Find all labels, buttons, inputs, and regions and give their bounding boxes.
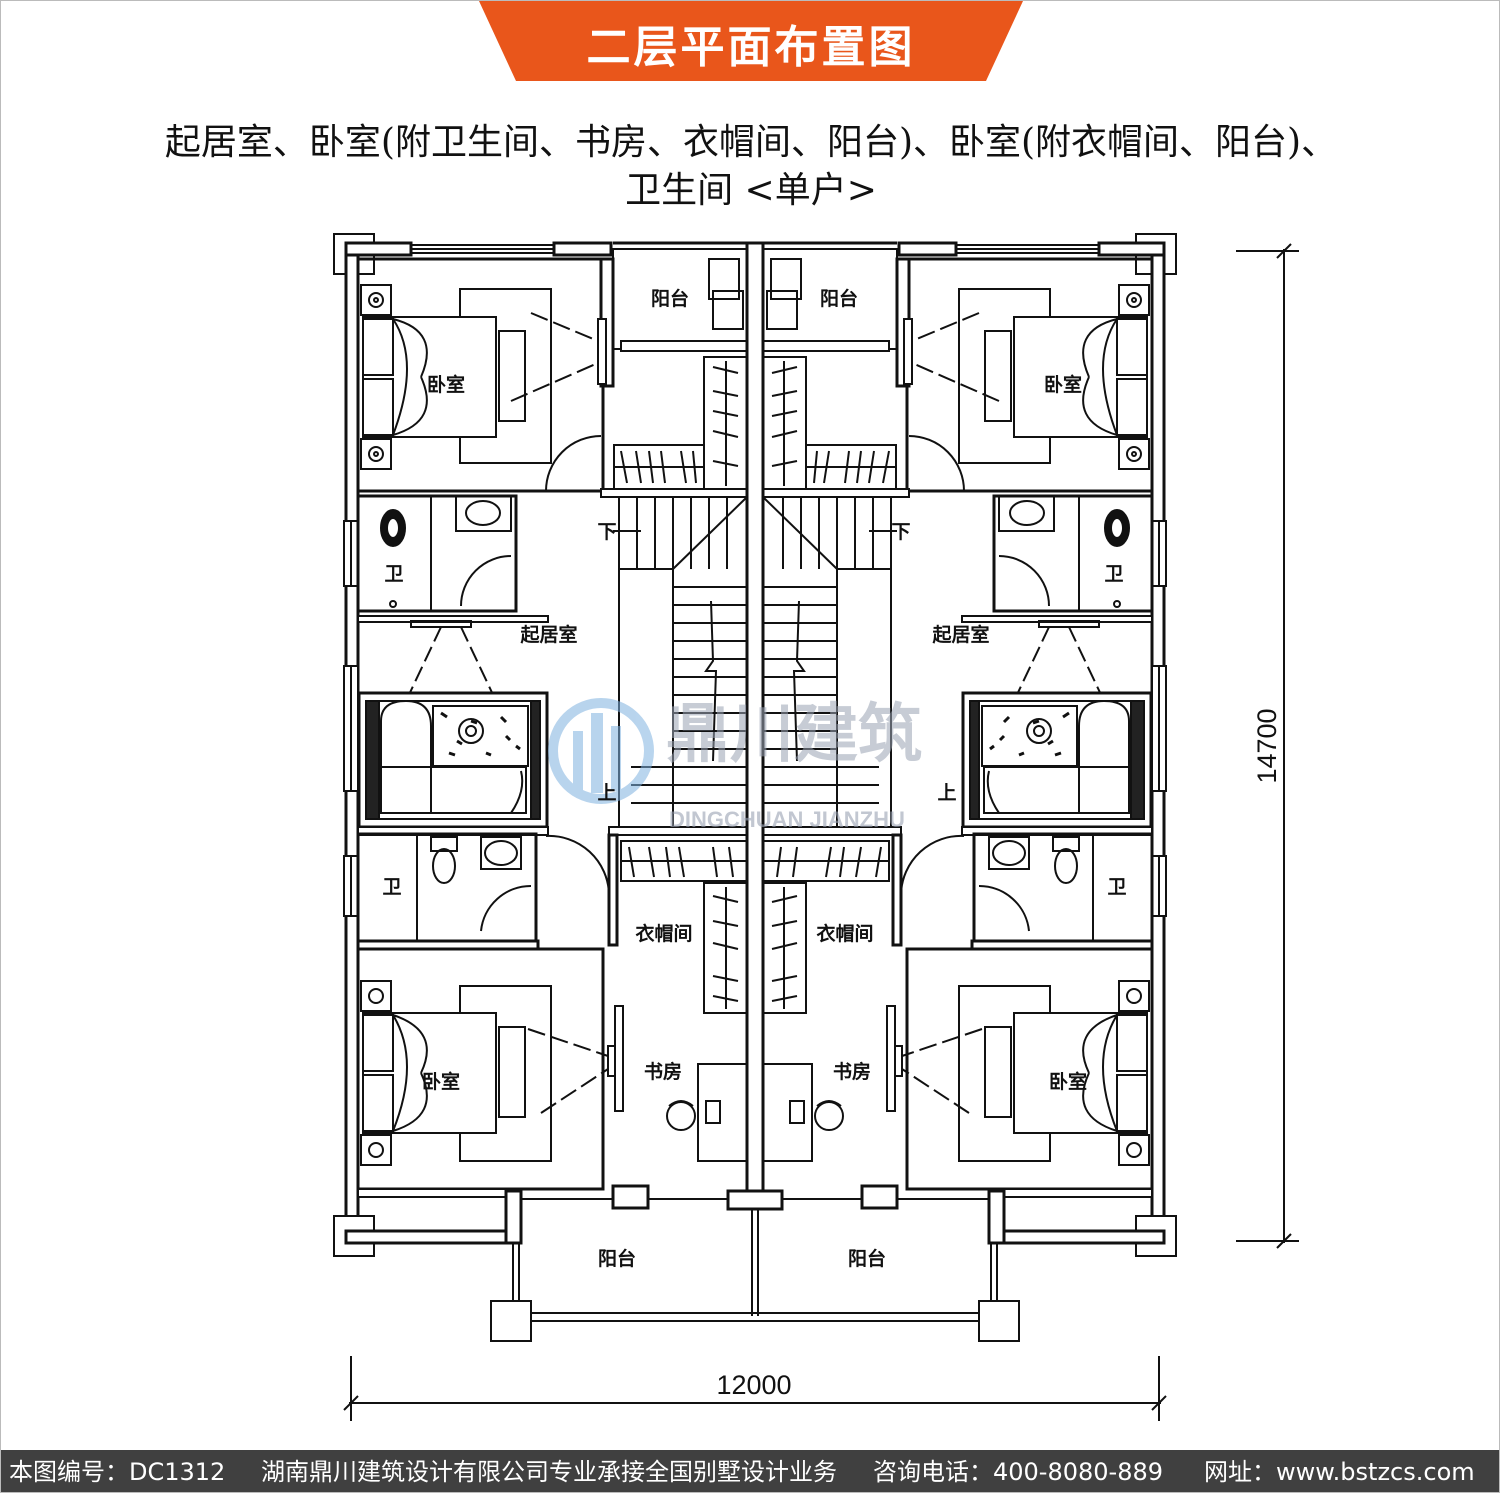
room-label-bedroom: 卧室	[422, 1070, 460, 1093]
watermark-pinyin: DINGCHUAN JIANZHU	[669, 807, 905, 832]
room-label-balcony: 阳台	[651, 287, 689, 310]
room-label-bathroom: 卫	[1104, 563, 1123, 585]
room-label-bathroom: 卫	[382, 876, 401, 898]
subtitle-line-1: 起居室、卧室(附卫生间、书房、衣帽间、阳台)、卧室(附衣帽间、阳台)、	[164, 122, 1338, 163]
floor-plan-drawing: 鼎川建筑 DINGCHUAN JIANZHU 卧室 卧室 卧室 卧室 阳台 阳台…	[332, 232, 1299, 1421]
subtitle-line-2: 卫生间 <单户>	[625, 170, 877, 211]
room-label-living: 起居室	[931, 623, 989, 646]
room-label-bedroom: 卧室	[427, 373, 465, 396]
room-label-balcony: 阳台	[848, 1247, 886, 1270]
footer-website: 网址：www.bstzcs.com	[1204, 1458, 1475, 1486]
room-label-balcony: 阳台	[598, 1247, 636, 1270]
stair-down-label: 下	[597, 521, 616, 543]
room-label-closet: 衣帽间	[635, 922, 692, 945]
width-dimension: 12000	[716, 1370, 791, 1400]
watermark-name: 鼎川建筑	[666, 698, 922, 772]
room-label-bedroom: 卧室	[1049, 1070, 1087, 1093]
room-label-study: 书房	[644, 1060, 682, 1083]
stair-up-label: 上	[597, 782, 616, 804]
footer-company: 湖南鼎川建筑设计有限公司专业承接全国别墅设计业务	[261, 1458, 837, 1486]
room-label-study: 书房	[833, 1060, 871, 1083]
footer-phone: 咨询电话：400-8080-889	[873, 1458, 1164, 1486]
room-label-bathroom: 卫	[384, 563, 403, 585]
room-label-living: 起居室	[519, 623, 577, 646]
room-label-balcony: 阳台	[820, 287, 858, 310]
right-unit-plan	[753, 232, 1178, 1343]
title-banner: 二层平面布置图	[479, 1, 1023, 81]
room-label-bedroom: 卧室	[1044, 373, 1082, 396]
footer-bar: 本图编号：DC1312 湖南鼎川建筑设计有限公司专业承接全国别墅设计业务 咨询电…	[1, 1450, 1499, 1492]
depth-dimension: 14700	[1252, 708, 1282, 783]
footer-drawing-number: 本图编号：DC1312	[9, 1458, 226, 1486]
stair-down-label: 下	[891, 521, 910, 543]
left-unit-plan	[332, 232, 757, 1343]
room-label-closet: 衣帽间	[816, 922, 873, 945]
page-title: 二层平面布置图	[586, 22, 916, 73]
stair-up-label: 上	[937, 782, 956, 804]
room-label-bathroom: 卫	[1107, 876, 1126, 898]
dimension-lines	[343, 243, 1299, 1421]
watermark-logo	[548, 698, 654, 804]
